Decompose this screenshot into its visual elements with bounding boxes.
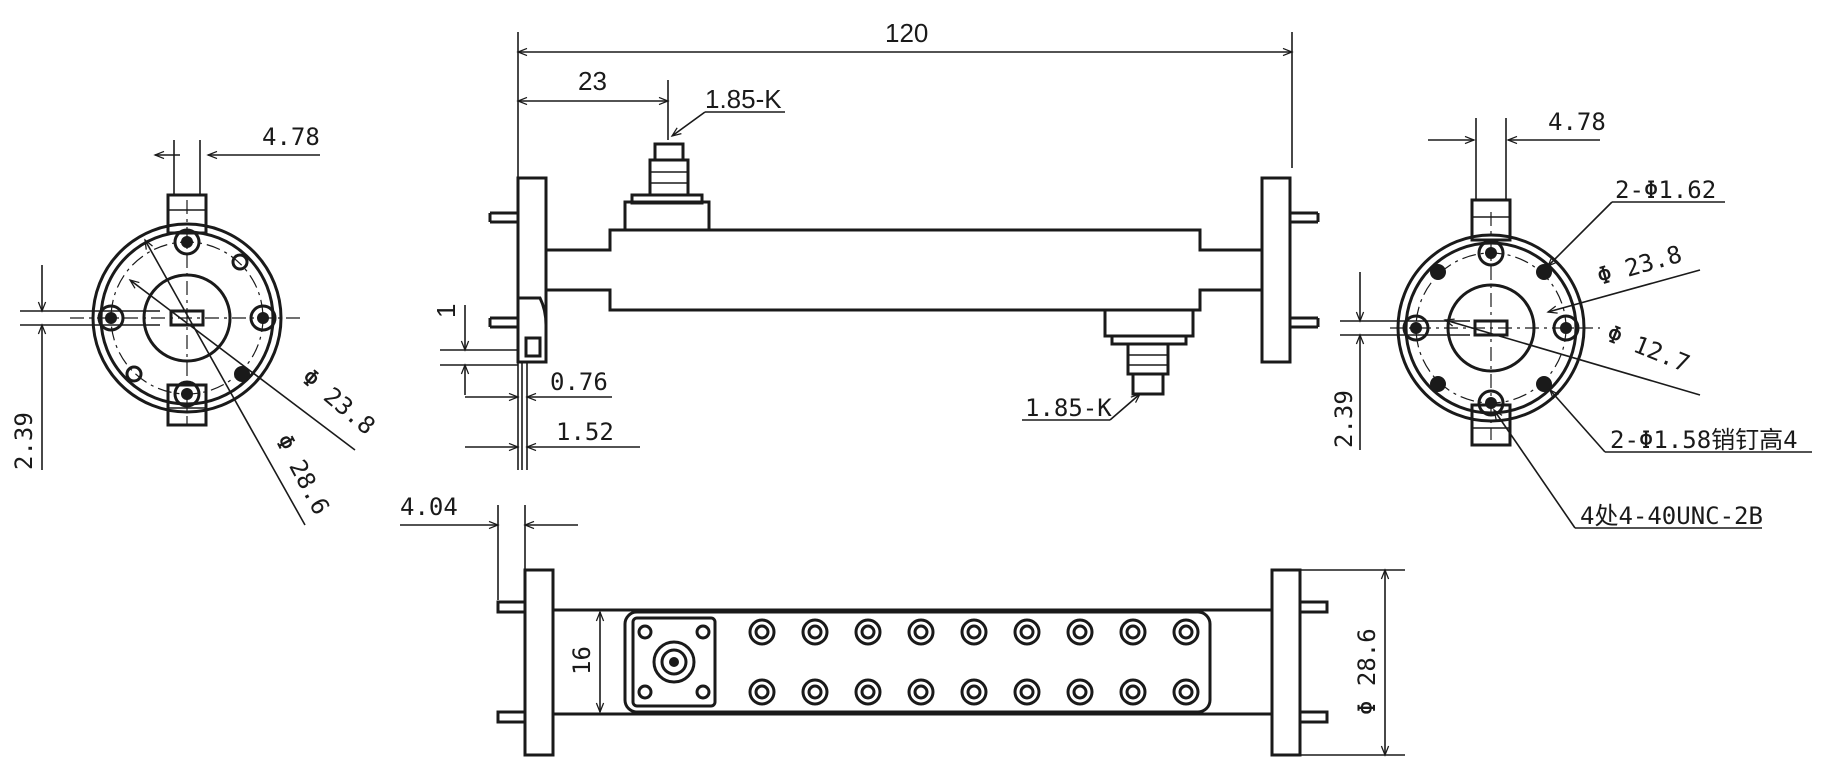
side-view: 120 23 1.85-K 1.85-K 1 0.76 1.52: [431, 18, 1320, 470]
flange-thickness-label: 1.52: [556, 418, 614, 446]
bottom-connector-label: 1.85-K: [1025, 394, 1112, 422]
right-slot-height-label: 2.39: [1330, 390, 1358, 448]
left-slot-width-label: 4.78: [262, 123, 320, 151]
left-flange-dia-label: Φ 28.6: [270, 430, 335, 520]
right-pin-hole-label: 2-Φ1.62: [1615, 176, 1716, 204]
left-slot-height-label: 2.39: [10, 412, 38, 470]
flange-diameter-label: Φ 28.6: [1353, 628, 1381, 715]
right-slot-width-label: 4.78: [1548, 108, 1606, 136]
right-end-view: 4.78 2.39 2-Φ1.62 Φ 23.8 Φ 12.7 2-Φ1.58销…: [1330, 108, 1812, 530]
body-height-label: 16: [568, 646, 596, 675]
flange-gap-label: 0.76: [550, 368, 608, 396]
right-dowel-label: 2-Φ1.58销钉高4: [1610, 426, 1798, 454]
overall-length-label: 120: [885, 18, 928, 48]
left-end-view: 4.78 2.39 Φ 23.8 Φ 28.6: [10, 123, 381, 526]
bottom-view-connector: [631, 616, 717, 708]
top-down-view: 4.04 16 Φ 28.6: [400, 493, 1405, 757]
top-connector-label: 1.85-K: [705, 84, 782, 114]
tuning-screws: [748, 618, 1200, 706]
flange-pin-length-label: 4.04: [400, 493, 458, 521]
right-bolt-holes: [1402, 239, 1580, 417]
left-bolt-circle-label: Φ 23.8: [296, 363, 380, 440]
right-bore-label: Φ 12.7: [1603, 320, 1694, 378]
right-bolt-circle-label: Φ 23.8: [1594, 240, 1685, 291]
port-offset-label: 23: [578, 66, 607, 96]
left-bolt-holes: [97, 228, 277, 408]
bottom-connector: [1103, 308, 1195, 396]
right-thread-label: 4处4-40UNC-2B: [1580, 502, 1763, 530]
top-connector: [623, 142, 711, 232]
flange-step-label: 1: [431, 304, 461, 318]
